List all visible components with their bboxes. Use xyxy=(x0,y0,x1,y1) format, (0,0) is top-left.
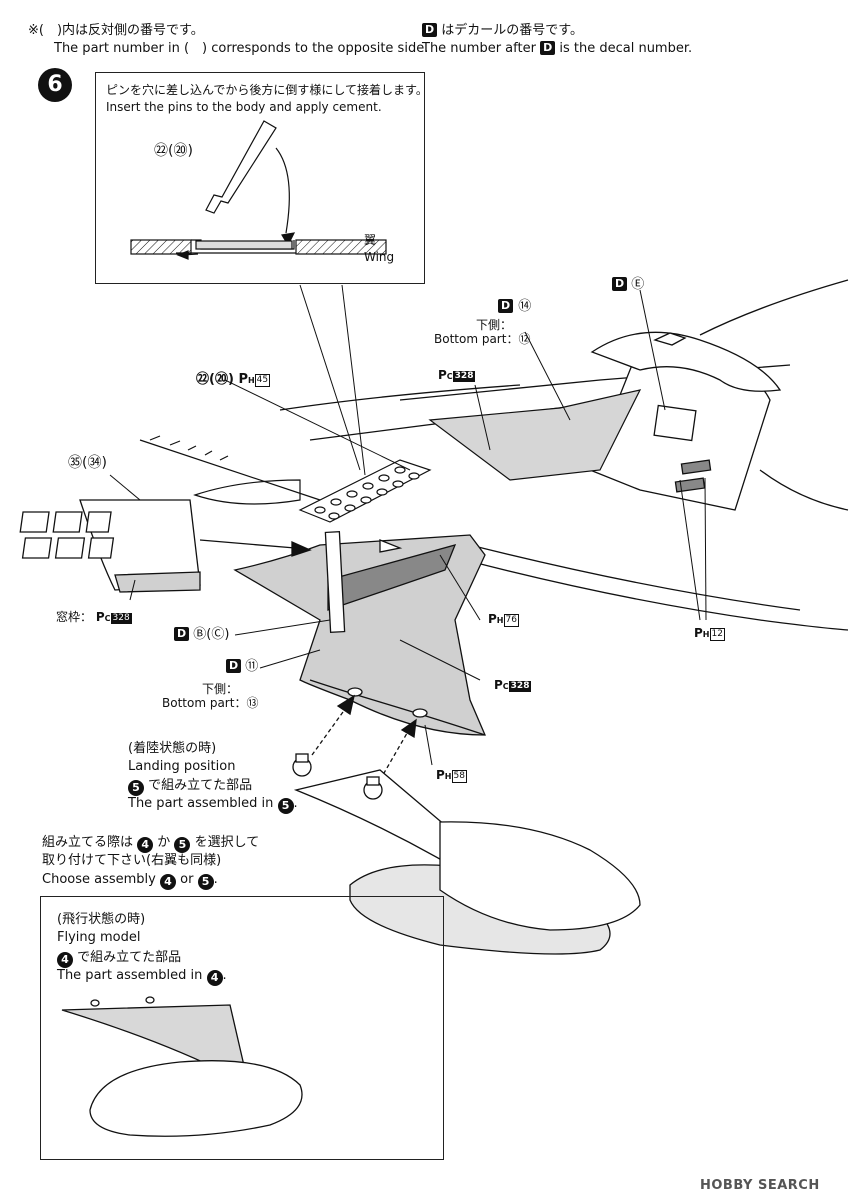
flying-title-jp: (飛行状態の時) xyxy=(57,912,146,927)
decal-icon: D xyxy=(540,41,556,55)
pin-plate xyxy=(298,459,432,523)
step-5-icon: 5 xyxy=(128,780,144,796)
header-note-en: The part number in ( ) corresponds to th… xyxy=(54,41,429,56)
choose-en: Choose assembly 4 or 5. xyxy=(42,872,218,890)
inset-pin-detail: ピンを穴に差し込んでから後方に倒す様にして接着します。 Insert the p… xyxy=(95,72,428,284)
inset-text-en: Insert the pins to the body and apply ce… xyxy=(106,100,382,114)
inset-pin-drawing xyxy=(130,120,387,260)
landing-title-jp: (着陸状態の時) xyxy=(128,741,217,756)
flying-assembled-en: The part assembled in 4. xyxy=(57,968,227,986)
landing-title-en: Landing position xyxy=(128,759,236,774)
flying-title-en: Flying model xyxy=(57,930,141,945)
step-4-icon: 4 xyxy=(137,837,154,853)
inset-wing-jp: 翼 xyxy=(364,233,377,247)
wing-root-fill xyxy=(428,389,642,481)
main-wing xyxy=(233,531,486,736)
flying-float xyxy=(61,996,303,1137)
step-number-badge: 6 xyxy=(38,68,72,102)
choose-jp-line1: 組み立てる際は 4 か 5 を選択して xyxy=(42,835,260,853)
landing-assembled-en: The part assembled in 5. xyxy=(128,796,298,814)
callout-decal-14: D ⑭ xyxy=(498,298,532,315)
step-4-icon: 4 xyxy=(206,970,223,986)
window-frame-part xyxy=(19,499,201,593)
watermark-hobby-search: HOBBY SEARCH xyxy=(700,1178,820,1193)
step-5-icon: 5 xyxy=(277,798,294,814)
callout-decal-11: D ⑪ xyxy=(226,658,258,675)
step-5-icon: 5 xyxy=(197,874,214,890)
choose-jp-line2: 取り付けて下さい(右翼も同様) xyxy=(42,853,222,868)
inset-part-label: ㉒(⑳) xyxy=(154,143,193,159)
inset-text-jp: ピンを穴に差し込んでから後方に倒す様にして接着します。 xyxy=(106,83,428,97)
callout-part-35-34: ㉟(㉞) xyxy=(68,455,107,471)
header-decal-en: The number after D is the decal number. xyxy=(422,41,693,56)
header-decal-jp: D はデカールの番号です。 xyxy=(422,22,583,39)
callout-decal-e: D Ⓔ xyxy=(612,276,644,293)
callout-decal-bc: D Ⓑ(Ⓒ) xyxy=(174,626,229,643)
flying-assembled-jp: 4 で組み立てた部品 xyxy=(57,949,181,968)
decal-icon: D xyxy=(422,23,438,37)
step-5-icon: 5 xyxy=(174,837,191,853)
landing-float xyxy=(292,753,641,955)
assembly-dashed-arrows xyxy=(311,694,417,781)
step-4-icon: 4 xyxy=(160,874,176,890)
callout-bottom-12-jp: 下側： xyxy=(475,318,512,332)
callout-bottom-12-en: Bottom part：⑫ xyxy=(434,332,531,346)
tail-fin xyxy=(589,331,782,511)
inset-flying-model: (飛行状態の時) Flying model 4 で組み立てた部品 The par… xyxy=(40,896,444,1160)
step-4-icon: 4 xyxy=(57,952,73,968)
decal-e-marker xyxy=(653,404,697,442)
inset-wing-en: Wing xyxy=(364,250,395,264)
leader-lines xyxy=(109,284,707,766)
callout-bottom-13-en: Bottom part：⑬ xyxy=(162,696,259,710)
fuselage-windows xyxy=(139,435,321,505)
header-note-jp: ※( )内は反対側の番号です。 xyxy=(28,23,204,38)
landing-assembled-jp: 5 で組み立てた部品 xyxy=(128,777,252,796)
insert-arrow xyxy=(199,539,312,557)
callout-bottom-13-jp: 下側： xyxy=(201,682,238,696)
